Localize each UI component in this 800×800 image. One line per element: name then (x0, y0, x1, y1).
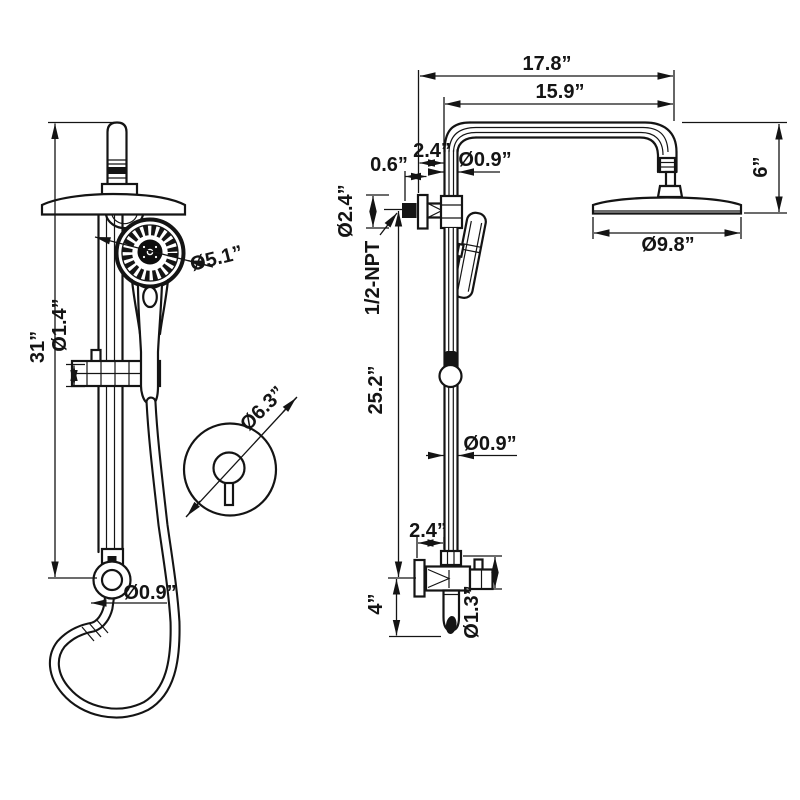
dim-bottom-drop: 4” (365, 593, 387, 614)
shower-hose (48, 396, 181, 719)
shower-arm (443, 121, 678, 198)
side-dimensions: 17.8” 15.9” 2.4” 0.6” Ø0.9” Ø2.4” 1/2-NP… (335, 53, 787, 639)
side-view: 17.8” 15.9” 2.4” 0.6” Ø0.9” Ø2.4” 1/2-NP… (335, 53, 787, 639)
spray-nozzle-ring (121, 224, 179, 282)
dim-top-pipe-diameter: Ø0.9” (458, 149, 511, 171)
spray-center-cluster (137, 239, 163, 265)
dim-wall-escutcheon-diameter: Ø2.4” (335, 184, 357, 237)
dim-head-drop: 6” (750, 156, 772, 177)
dim-inlet-thread: 1/2-NPT (362, 241, 384, 315)
hand-shower-face (114, 217, 186, 289)
wall-inlet (402, 203, 417, 218)
dim-slide-bar-length: 25.2” (365, 366, 387, 415)
slider-ball (438, 363, 463, 389)
tee-nut (439, 549, 463, 567)
dim-top-wall-offset: 2.4” (413, 140, 451, 162)
arm-union-nut (658, 156, 677, 174)
hand-shower-handle (136, 281, 164, 404)
dim-head-diameter: Ø9.8” (641, 234, 694, 256)
slide-bar (443, 226, 459, 554)
dim-bottom-outlet-diameter: Ø1.3” (461, 585, 483, 638)
dim-total-height: 31” (27, 331, 49, 363)
rain-head-side (591, 196, 743, 215)
top-wall-bracket (402, 193, 464, 230)
dim-arm-length: 15.9” (536, 81, 585, 103)
dim-valve-trim-diameter: Ø6.3” (236, 382, 289, 435)
dim-hand-shower-diameter: Ø5.1” (188, 242, 245, 276)
top-arm-front (100, 121, 139, 199)
handle-shoulder-right (158, 278, 170, 336)
spout-opening (445, 616, 457, 634)
arm-drop (656, 150, 684, 199)
hose-coupling-hatch (81, 626, 95, 642)
handle-shoulder-left (130, 278, 142, 336)
dim-hose-diameter: Ø0.9” (123, 582, 176, 604)
front-view: 31” Ø1.4” Ø5.1” Ø6.3” Ø0.9” (27, 121, 298, 719)
wall-escutcheon (416, 193, 429, 230)
dim-slide-bracket-diameter: Ø1.4” (49, 298, 71, 351)
dim-arm-reach: 17.8” (523, 53, 572, 75)
riser-clamp (439, 194, 464, 230)
dim-bar-pipe-diameter: Ø0.9” (463, 433, 516, 455)
dim-wall-plate-thickness: 0.6” (370, 154, 408, 176)
handle-slot (142, 285, 158, 309)
head-nut (656, 184, 684, 199)
slider-grip (444, 351, 457, 367)
dim-bottom-wall-offset: 2.4” (409, 520, 447, 542)
valve-handle (223, 481, 235, 507)
outlet-tab (473, 558, 484, 571)
rain-head-front (40, 192, 187, 216)
